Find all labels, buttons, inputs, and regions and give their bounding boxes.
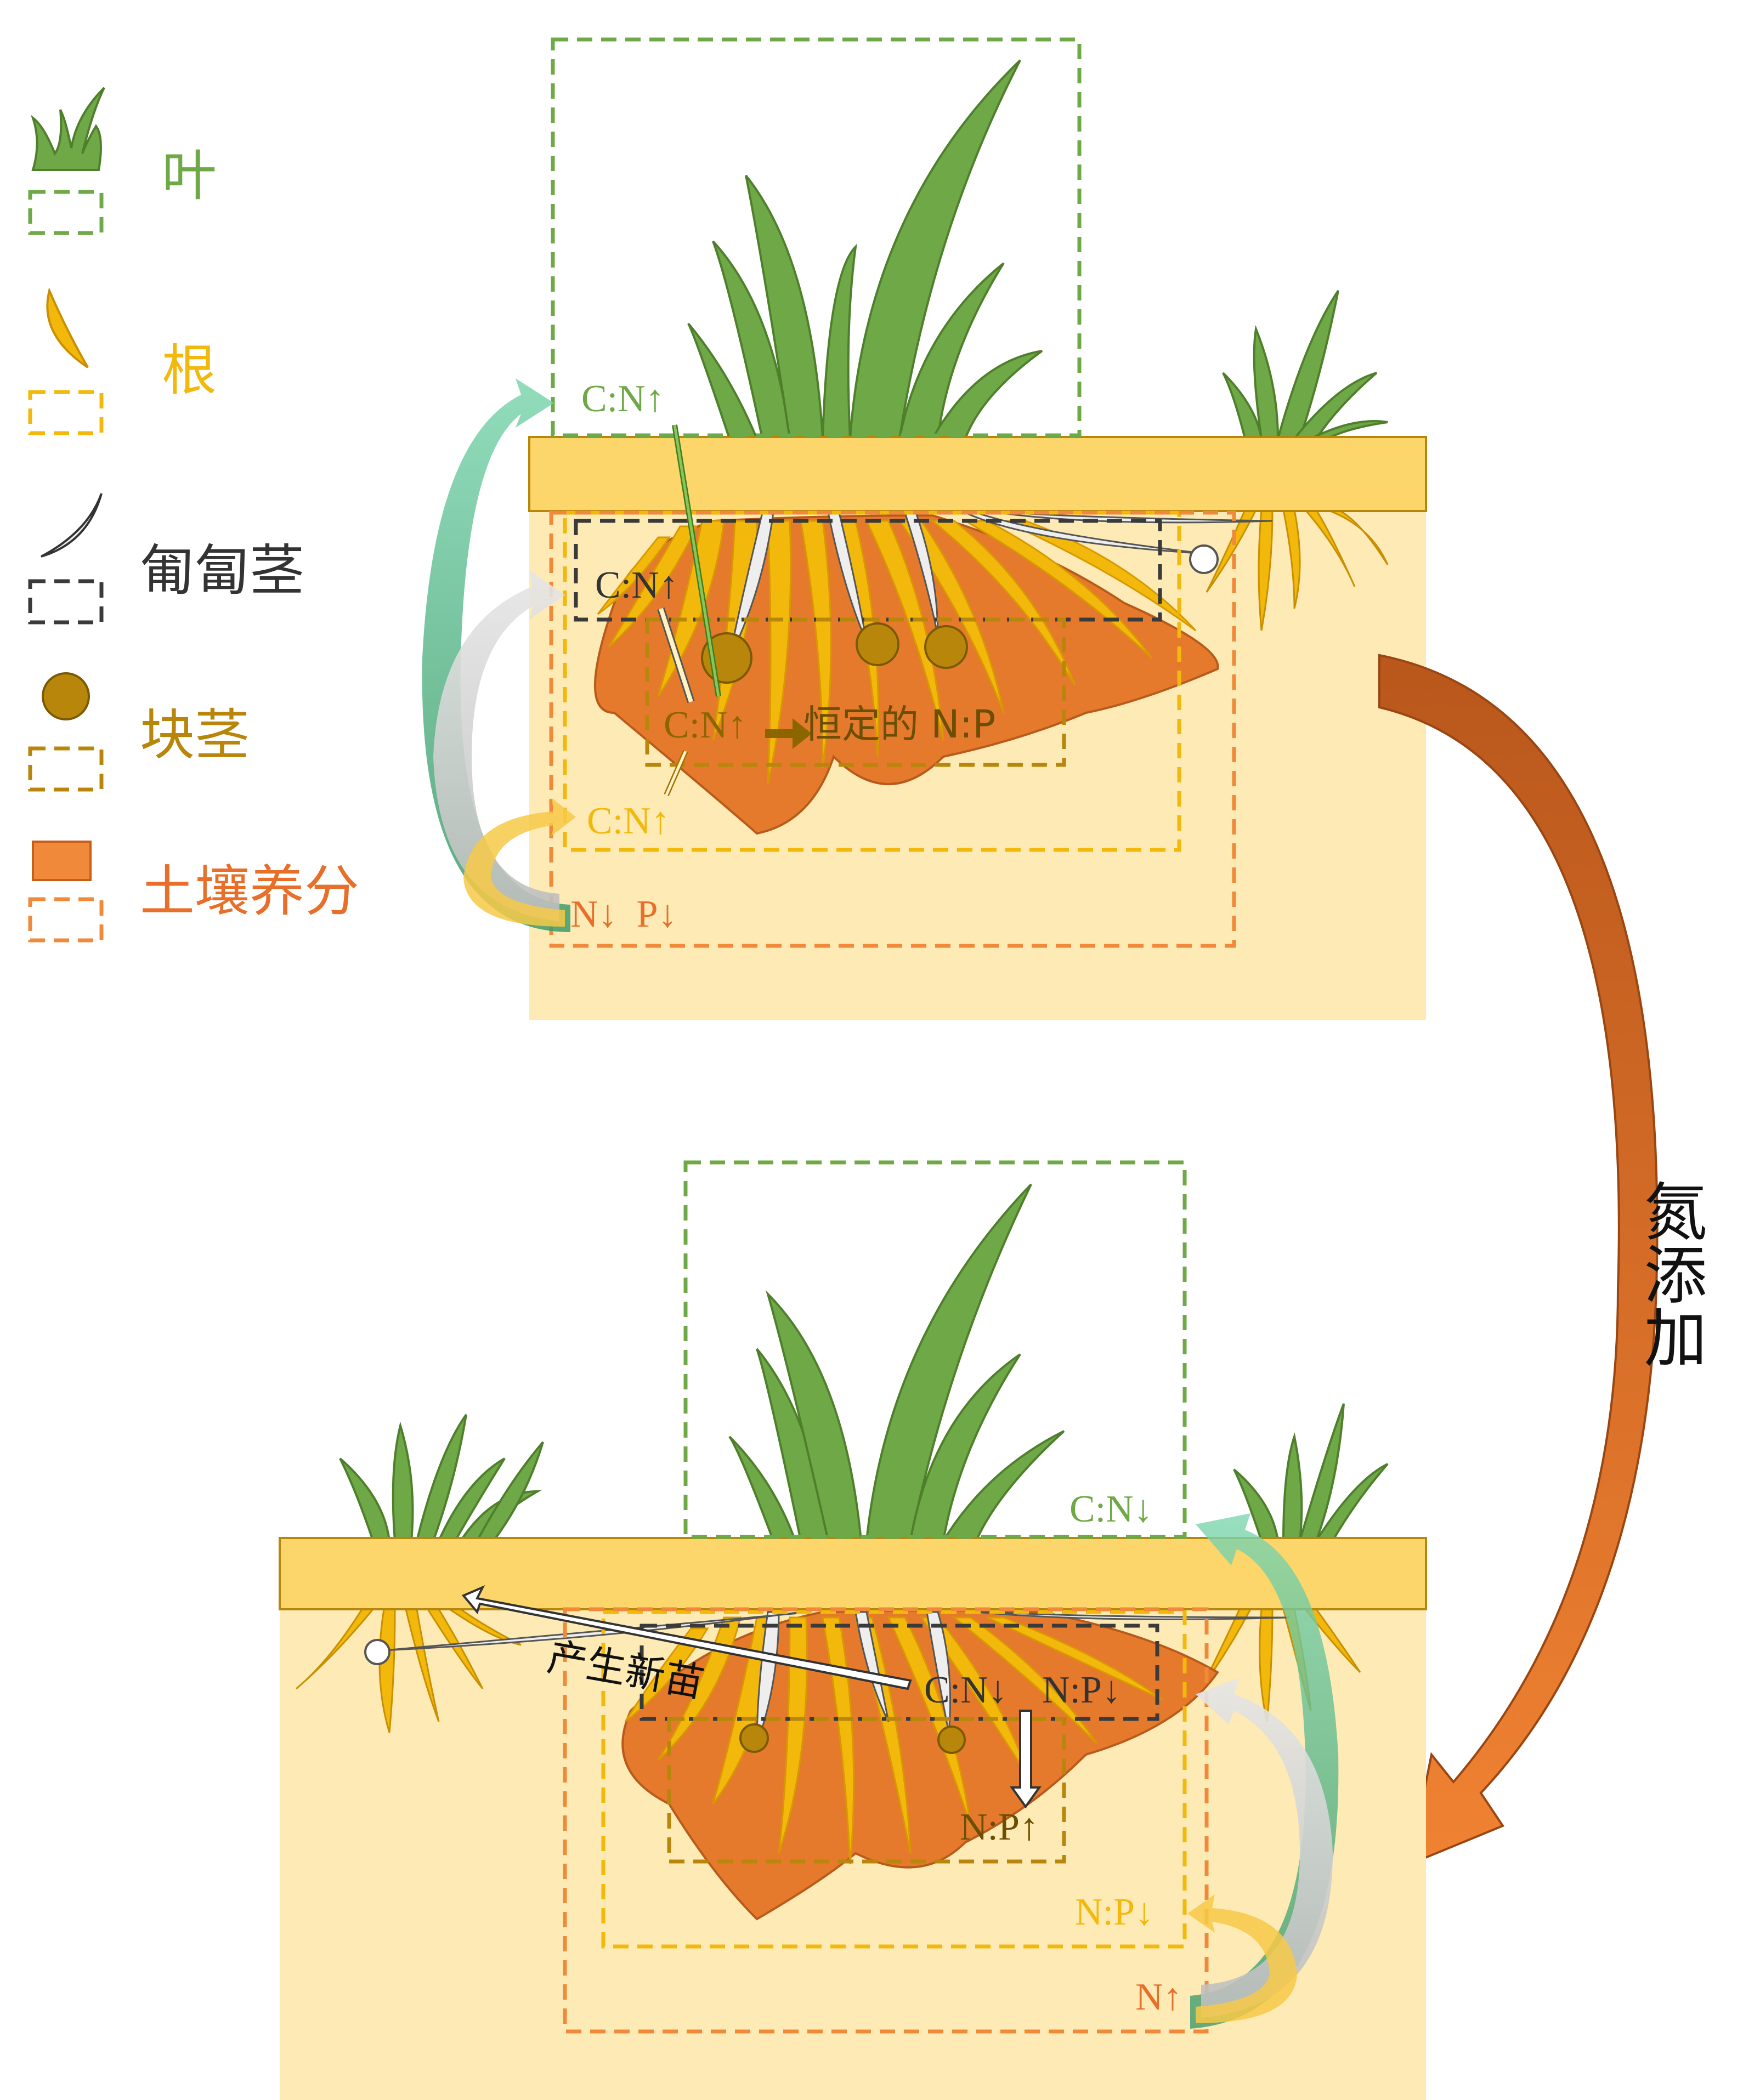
nitrogen-addition-arrow <box>1378 654 1659 1866</box>
legend-soil-box <box>28 897 104 943</box>
bottom-soil-box <box>563 1607 1209 2034</box>
top-tuber-3 <box>924 625 968 669</box>
legend-tuber-label: 块茎 <box>140 703 250 767</box>
top-soil-label: N↓ P↓ <box>570 893 677 935</box>
top-tuber-label: C:N↑ <box>664 704 747 746</box>
bottom-right-plant <box>1200 1403 1389 1722</box>
top-root-box <box>563 510 1181 852</box>
bottom-root-cluster <box>364 1609 1289 1921</box>
bottom-root-box <box>601 1610 1187 1949</box>
bottom-panel: C:N↓ 产生新苗 C:N↓ N:P↓ N:P↑ N:P↓ N↑ <box>279 1160 1427 2100</box>
bottom-stolon-np-arrow <box>1010 1710 1042 1809</box>
bottom-tuber-label: N:P↑ <box>960 1806 1039 1848</box>
top-soil-surface-bar <box>528 436 1427 512</box>
top-tuber-np-arrow <box>765 718 812 749</box>
bottom-stolon-cn-label: C:N↓ <box>924 1669 1008 1711</box>
top-root-label: C:N↑ <box>587 800 670 842</box>
legend-soil-label: 土壤养分 <box>140 859 359 923</box>
legend: 叶 根 匍匐茎 块茎 土壤养分 <box>28 87 359 943</box>
legend-leaf-box <box>28 190 104 235</box>
legend-stolon-label: 匍匐茎 <box>140 538 304 603</box>
new-shoot-arrow <box>461 1585 912 1690</box>
top-soil-box <box>549 510 1236 948</box>
bottom-plant-leaves <box>728 1183 1065 1542</box>
top-grey-arrow <box>433 570 565 921</box>
bottom-yellow-arrow <box>1187 1894 1297 2023</box>
bottom-stolon-np-label: N:P↓ <box>1042 1669 1121 1711</box>
bottom-soil-label: N↑ <box>1135 1976 1182 2018</box>
legend-leaf-label: 叶 <box>162 144 217 208</box>
top-stolon-label: C:N↑ <box>595 564 678 606</box>
bottom-tuber-box <box>667 1717 1066 1864</box>
top-tuber-np-label: 恒定的 N:P <box>803 702 995 747</box>
legend-root-icon <box>46 287 89 368</box>
legend-stolon-box <box>28 579 104 625</box>
legend-tuber-box <box>28 746 104 792</box>
bottom-grey-arrow <box>1196 1678 1333 2018</box>
legend-stolon-icon <box>41 493 103 558</box>
top-panel: C:N↑ C:N↑ C:N↑ 恒定的 N:P C:N↑ N↓ P↓ <box>422 37 1427 1020</box>
legend-soil-icon <box>32 841 92 881</box>
legend-root-box <box>28 390 104 435</box>
nitrogen-addition-label: 氮添加 <box>1633 1179 1707 1368</box>
bottom-stolon-box <box>640 1624 1159 1721</box>
legend-leaf-icon <box>31 87 105 171</box>
top-leaf-label: C:N↑ <box>581 378 665 420</box>
bottom-left-plant <box>296 1414 544 1733</box>
legend-tuber-icon <box>42 672 90 720</box>
top-side-plant <box>1206 290 1389 631</box>
bottom-tuber-2 <box>937 1726 966 1754</box>
bottom-leaf-box <box>683 1160 1187 1539</box>
top-leaf-box <box>551 37 1082 438</box>
top-plant-leaves <box>687 59 1043 440</box>
bottom-root-label: N:P↓ <box>1075 1891 1154 1933</box>
top-tuber-box <box>645 617 1066 767</box>
top-tuber-2 <box>856 622 899 666</box>
bottom-leaf-label: C:N↓ <box>1069 1488 1153 1530</box>
legend-root-label: 根 <box>162 338 217 402</box>
bottom-tuber-1 <box>739 1723 769 1753</box>
top-yellow-arrow <box>463 798 576 927</box>
